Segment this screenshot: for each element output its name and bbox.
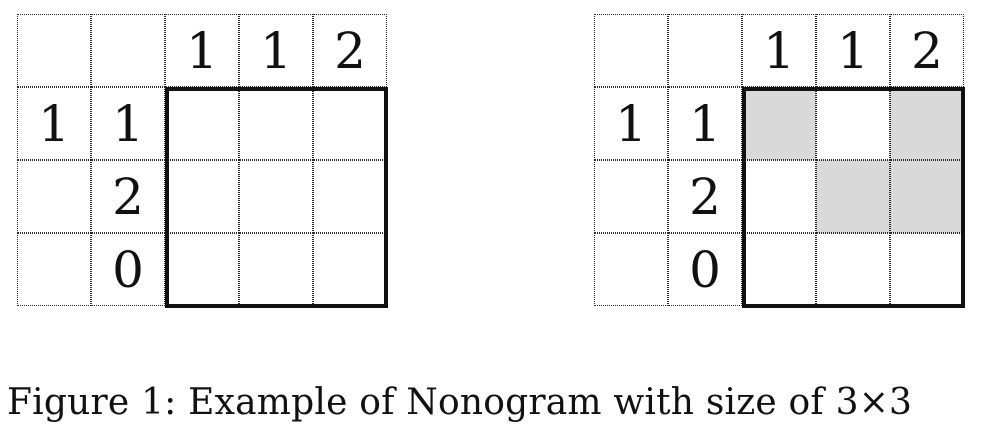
- grid-cell: [165, 160, 239, 233]
- column-clue: 1: [165, 14, 239, 87]
- row-clue: 2: [668, 160, 742, 233]
- grid-cell: [742, 160, 816, 233]
- filled-cell: [742, 87, 816, 160]
- figure-caption: Figure 1: Example of Nonogram with size …: [7, 382, 913, 423]
- grid-cell: [816, 233, 890, 306]
- column-clue: 2: [313, 14, 387, 87]
- row-clue: 0: [668, 233, 742, 306]
- row-clue: [17, 233, 91, 306]
- column-clue: 1: [816, 14, 890, 87]
- grid-cell: [313, 160, 387, 233]
- corner-cell: [17, 14, 91, 87]
- corner-cell: [594, 14, 668, 87]
- column-clue: 1: [239, 14, 313, 87]
- grid-cell: [239, 160, 313, 233]
- row-clue: 1: [668, 87, 742, 160]
- column-clue: 1: [742, 14, 816, 87]
- filled-cell: [890, 87, 964, 160]
- row-clue: 1: [17, 87, 91, 160]
- filled-cell: [816, 160, 890, 233]
- row-clue: [17, 160, 91, 233]
- grid-cell: [313, 233, 387, 306]
- grid-cell: [890, 233, 964, 306]
- corner-cell: [668, 14, 742, 87]
- row-clue: 2: [91, 160, 165, 233]
- column-clue: 2: [890, 14, 964, 87]
- row-clue: [594, 233, 668, 306]
- grid-cell: [816, 87, 890, 160]
- grid-cell: [313, 87, 387, 160]
- row-clue: [594, 160, 668, 233]
- row-clue: 0: [91, 233, 165, 306]
- grid-cell: [165, 87, 239, 160]
- grid-cell: [165, 233, 239, 306]
- grid-cell: [239, 87, 313, 160]
- grid-cell: [742, 233, 816, 306]
- corner-cell: [91, 14, 165, 87]
- grid-cell: [239, 233, 313, 306]
- row-clue: 1: [91, 87, 165, 160]
- filled-cell: [890, 160, 964, 233]
- row-clue: 1: [594, 87, 668, 160]
